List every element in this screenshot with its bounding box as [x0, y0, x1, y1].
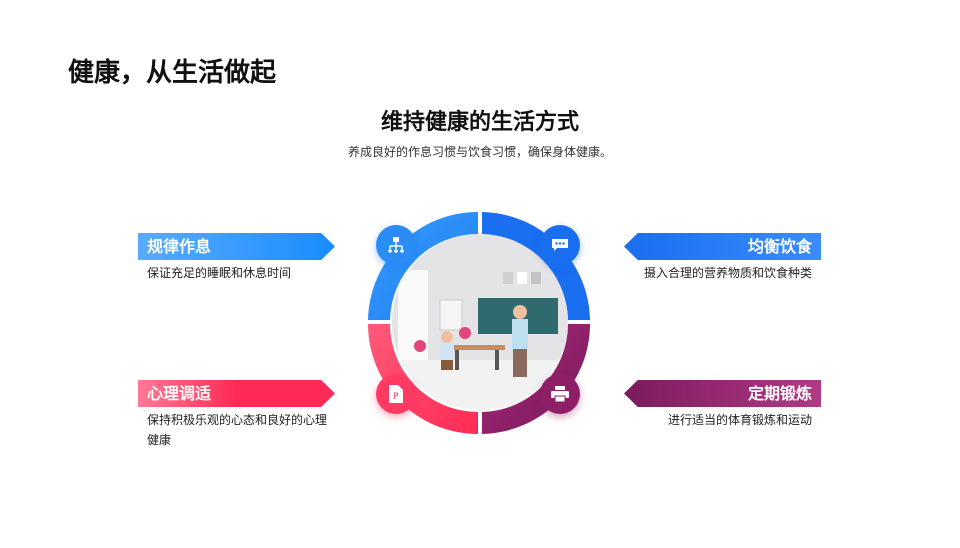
page-title: 健康，从生活做起	[68, 58, 277, 88]
chat-icon	[540, 225, 580, 265]
printer-icon	[540, 374, 580, 414]
banner-balanced-diet: 均衡饮食	[624, 233, 821, 260]
ring-segment-top-left	[368, 212, 478, 320]
text-mental-adjustment: 保持积极乐观的心态和良好的心理健康	[147, 413, 328, 447]
banner-mental-adjustment: 心理调适	[138, 380, 335, 407]
sitemap-icon	[376, 225, 416, 265]
banner-regular-rest: 规律作息	[138, 233, 335, 260]
banner-regular-exercise: 定期锻炼	[624, 380, 821, 407]
text-regular-rest: 保证充足的睡眠和休息时间	[147, 266, 292, 280]
section-heading: 维持健康的生活方式	[380, 110, 579, 135]
text-regular-exercise: 进行适当的体育锻炼和运动	[667, 413, 812, 427]
ppt-file-icon: P	[376, 374, 416, 414]
section-description: 养成良好的作息习惯与饮食习惯，确保身体健康。	[347, 145, 612, 159]
health-ring-diagram	[368, 212, 590, 434]
text-balanced-diet: 摄入合理的营养物质和饮食种类	[643, 266, 812, 280]
ring-segment-top-right	[482, 212, 590, 320]
svg-text:P: P	[393, 392, 399, 402]
